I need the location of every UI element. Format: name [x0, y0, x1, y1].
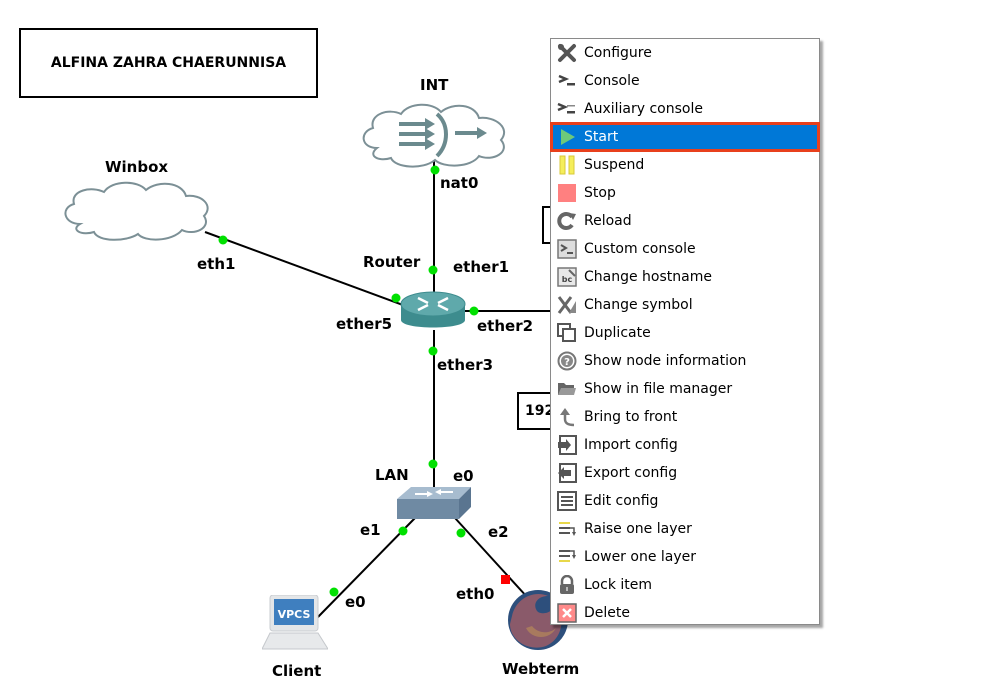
- question-icon: ?: [557, 351, 577, 371]
- port-label-eth1: eth1: [197, 255, 236, 273]
- menu-item-import-config[interactable]: Import config: [551, 431, 819, 459]
- node-client[interactable]: VPCS: [261, 594, 329, 651]
- node-lan[interactable]: [397, 487, 471, 523]
- port-label-lan-e0: e0: [453, 467, 474, 485]
- node-router[interactable]: [400, 290, 466, 336]
- menu-item-show-in-file-manager[interactable]: Show in file manager: [551, 375, 819, 403]
- switch-icon: [397, 487, 471, 519]
- port-label-lan-e1: e1: [360, 521, 381, 539]
- node-context-menu: Configure Console Auxiliary console Star…: [550, 38, 820, 625]
- menu-item-export-config[interactable]: Export config: [551, 459, 819, 487]
- menu-item-reload[interactable]: Reload: [551, 207, 819, 235]
- port-label-eth0: eth0: [456, 585, 495, 603]
- menu-item-stop[interactable]: Stop: [551, 179, 819, 207]
- title-note[interactable]: ALFINA ZAHRA CHAERUNNISA: [19, 28, 318, 98]
- link-lan-client[interactable]: [317, 517, 416, 618]
- port-status-router-ether3: [428, 346, 438, 356]
- title-note-text: ALFINA ZAHRA CHAERUNNISA: [50, 55, 287, 71]
- stop-icon: [557, 183, 577, 203]
- port-status-router-ether2: [469, 306, 479, 316]
- menu-item-suspend[interactable]: Suspend: [551, 151, 819, 179]
- aux-console-icon: [557, 99, 577, 119]
- menu-item-change-symbol[interactable]: Change symbol: [551, 291, 819, 319]
- link-winbox-router[interactable]: [204, 231, 431, 316]
- menu-item-edit-config[interactable]: Edit config: [551, 487, 819, 515]
- menu-item-raise-one-layer[interactable]: Raise one layer: [551, 515, 819, 543]
- port-label-client-e0: e0: [345, 593, 366, 611]
- cloud-icon: [64, 181, 209, 241]
- menu-item-console[interactable]: Console: [551, 67, 819, 95]
- port-label-ether5: ether5: [336, 315, 393, 333]
- node-label-int[interactable]: INT: [420, 76, 449, 94]
- port-status-winbox-eth1: [218, 235, 228, 245]
- link-lan-webterm[interactable]: [454, 517, 529, 599]
- svg-text:?: ?: [564, 357, 570, 368]
- change-symbol-icon: [557, 295, 577, 315]
- lower-layer-icon: [557, 547, 577, 567]
- bring-front-icon: [557, 407, 577, 427]
- port-status-router-ether5: [391, 293, 401, 303]
- play-icon: [557, 127, 577, 147]
- menu-item-bring-to-front[interactable]: Bring to front: [551, 403, 819, 431]
- custom-console-icon: [557, 239, 577, 259]
- port-status-int-nat0: [430, 165, 440, 175]
- router-icon: [400, 291, 466, 328]
- vpcs-icon: VPCS: [261, 594, 329, 650]
- port-status-lan-e2: [456, 528, 466, 538]
- node-label-webterm[interactable]: Webterm: [502, 660, 580, 678]
- console-prompt-icon: [557, 71, 577, 91]
- menu-item-duplicate[interactable]: Duplicate: [551, 319, 819, 347]
- edit-config-icon: [557, 491, 577, 511]
- menu-item-lock-item[interactable]: Lock item: [551, 571, 819, 599]
- port-label-lan-e2: e2: [488, 523, 509, 541]
- port-label-ether1: ether1: [453, 258, 510, 276]
- node-label-client[interactable]: Client: [272, 662, 322, 680]
- svg-text:VPCS: VPCS: [278, 608, 311, 621]
- pause-icon: [557, 155, 577, 175]
- export-icon: [557, 463, 577, 483]
- menu-item-change-hostname[interactable]: bc Change hostname: [551, 263, 819, 291]
- node-winbox[interactable]: [58, 180, 216, 242]
- port-label-nat0: nat0: [440, 174, 479, 192]
- menu-item-show-node-information[interactable]: ? Show node information: [551, 347, 819, 375]
- port-status-webterm-eth0: [501, 575, 510, 584]
- reload-icon: [557, 211, 577, 231]
- node-label-winbox[interactable]: Winbox: [105, 158, 169, 176]
- port-label-ether3: ether3: [437, 356, 494, 374]
- port-label-ether2: ether2: [477, 317, 534, 335]
- folder-icon: [557, 379, 577, 399]
- duplicate-icon: [557, 323, 577, 343]
- node-int[interactable]: [355, 100, 513, 170]
- menu-item-configure[interactable]: Configure: [551, 39, 819, 67]
- change-hostname-icon: bc: [557, 267, 577, 287]
- menu-item-delete[interactable]: Delete: [551, 599, 819, 627]
- menu-item-start[interactable]: Start: [550, 122, 820, 152]
- menu-item-custom-console[interactable]: Custom console: [551, 235, 819, 263]
- note-ip-text: 192: [525, 403, 555, 419]
- cloud-nat-icon: [362, 103, 506, 168]
- port-status-lan-e0: [428, 459, 438, 469]
- menu-item-auxiliary-console[interactable]: Auxiliary console: [551, 95, 819, 123]
- port-status-router-ether1: [428, 265, 438, 275]
- port-status-lan-e1: [398, 526, 408, 536]
- wrench-screwdriver-icon: [557, 43, 577, 63]
- import-icon: [557, 435, 577, 455]
- lock-icon: [557, 575, 577, 595]
- node-label-lan[interactable]: LAN: [375, 466, 409, 484]
- raise-layer-icon: [557, 519, 577, 539]
- node-label-router[interactable]: Router: [363, 253, 421, 271]
- menu-item-lower-one-layer[interactable]: Lower one layer: [551, 543, 819, 571]
- port-status-client-e0: [329, 587, 339, 597]
- delete-icon: [557, 603, 577, 623]
- svg-text:bc: bc: [562, 275, 573, 284]
